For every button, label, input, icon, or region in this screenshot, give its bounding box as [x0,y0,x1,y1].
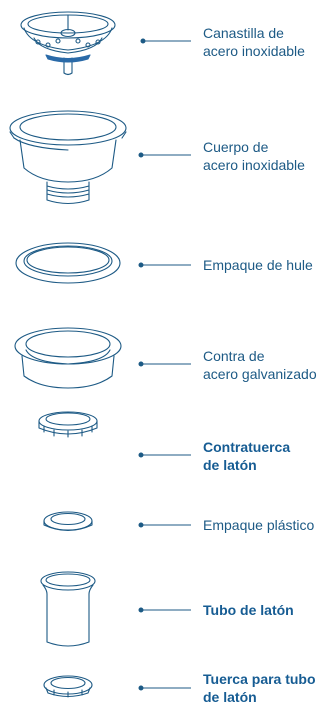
strainer-basket-drawing [20,11,116,76]
leader-dot-empaque-plastico [138,522,144,528]
leader-dot-tubo [138,607,144,613]
label-line: Contra de [203,348,265,364]
leader-dot-cuerpo [138,152,144,158]
label-line: Empaque de hule [203,257,313,273]
brass-tube-drawing [40,571,96,647]
label-line: Contratuerca [203,439,291,455]
label-line: Canastilla de [203,25,284,41]
label-contra: Contra de acero galvanizado [203,347,317,383]
leader-dot-empaque-hule [138,262,144,268]
label-canastilla: Canastilla de acero inoxidable [203,24,305,60]
leader-dot-canastilla [140,38,146,44]
label-line: acero galvanizado [203,366,317,382]
rubber-gasket-drawing [15,242,121,284]
label-line: de latón [203,689,257,705]
leader-dot-contra [138,361,144,367]
label-line: acero inoxidable [203,157,305,173]
label-contratuerca: Contratuerca de latón [203,438,290,474]
galvanized-retainer-drawing [14,327,122,389]
label-line: Tubo de latón [203,602,294,618]
leader-dot-contratuerca [138,452,144,458]
label-line: Tuerca para tubo [203,671,316,687]
brass-locknut-drawing [38,411,98,438]
label-tubo: Tubo de latón [203,601,294,619]
tube-nut-drawing [43,675,93,698]
label-line: acero inoxidable [203,43,305,59]
leader-dot-tuerca [138,685,144,691]
label-empaque-plastico: Empaque plástico [203,516,314,534]
strainer-body-drawing [9,110,127,205]
plastic-gasket-drawing [43,511,93,532]
label-line: Cuerpo de [203,139,269,155]
label-line: de latón [203,457,257,473]
label-tuerca: Tuerca para tubo de latón [203,670,316,705]
label-line: Empaque plástico [203,517,315,533]
label-empaque-hule: Empaque de hule [203,256,313,274]
blue-seal-icon [45,54,91,63]
label-cuerpo: Cuerpo de acero inoxidable [203,138,305,174]
